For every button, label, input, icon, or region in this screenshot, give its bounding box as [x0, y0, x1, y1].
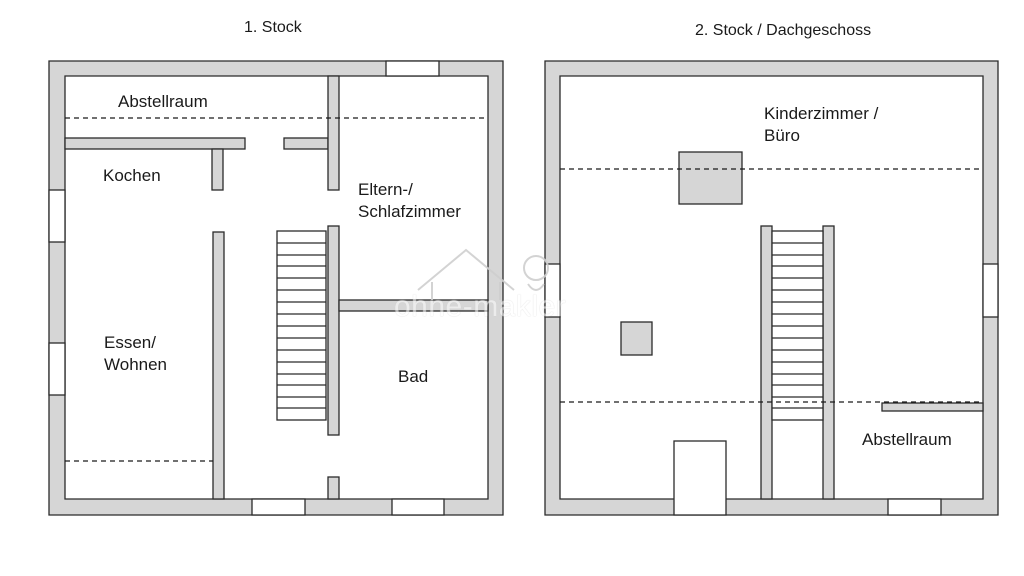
floor-1-wall-bath-top — [338, 299, 489, 312]
watermark-text: ohne-makler — [394, 290, 567, 323]
floor-1-plan — [48, 60, 504, 516]
floor-1-wall-vertical-mid — [327, 225, 340, 436]
floor-2-block-small — [620, 321, 653, 356]
floor-1-window-left-upper — [48, 189, 66, 243]
floor-2-chimney — [678, 151, 743, 205]
floor-1-window-bottom-right — [391, 498, 445, 516]
floor-2-window-bottom — [887, 498, 942, 516]
watermark-house-icon — [417, 248, 549, 300]
room-label-abstellraum-floor-1: Abstellraum — [118, 92, 208, 111]
floor-1-window-top — [385, 60, 440, 77]
floor-1-outer-walls — [48, 60, 504, 516]
floor-2-stair-treads — [772, 242, 823, 409]
floor-1-wall-short — [283, 137, 329, 150]
floor-1-wall-kitchen-top — [64, 137, 246, 150]
room-label-abstellraum-floor-2: Abstellraum — [862, 430, 952, 449]
floor-2-door-opening — [673, 440, 727, 516]
floor-1-wall-kitchen-stub — [211, 148, 224, 191]
floor-1-window-left-lower — [48, 342, 66, 396]
floor-1-window-bottom-left — [251, 498, 306, 516]
floor-1-wall-living — [212, 231, 225, 500]
floor-2-plan — [544, 60, 999, 516]
floor-2-stair-rail-left — [760, 225, 773, 500]
floor-2-wall-storage — [881, 402, 984, 412]
stair-treads — [277, 242, 823, 409]
floor-2-window-right — [982, 263, 999, 318]
room-label-bad: Bad — [398, 367, 429, 386]
dashed-markers — [65, 117, 983, 462]
floor-1-wall-vertical-stub — [327, 476, 340, 500]
room-label-kochen: Kochen — [103, 166, 161, 185]
room-label-kinderzimmer-buero: Kinderzimmer / Büro — [764, 104, 879, 145]
floor-1-stair-treads — [277, 242, 326, 409]
floor-2-window-left — [544, 263, 561, 318]
floor-2-outer-walls — [544, 60, 999, 516]
floor-1-wall-vertical-upper — [327, 75, 340, 191]
floor-2-stair-rail-right — [822, 225, 835, 500]
floor-2-title: 2. Stock / Dachgeschoss — [695, 22, 872, 39]
floor-1-title: 1. Stock — [244, 19, 302, 36]
room-label-eltern-schlafzimmer: Eltern-/ Schlafzimmer — [358, 180, 461, 221]
room-label-essen-wohnen: Essen/ Wohnen — [104, 333, 168, 374]
